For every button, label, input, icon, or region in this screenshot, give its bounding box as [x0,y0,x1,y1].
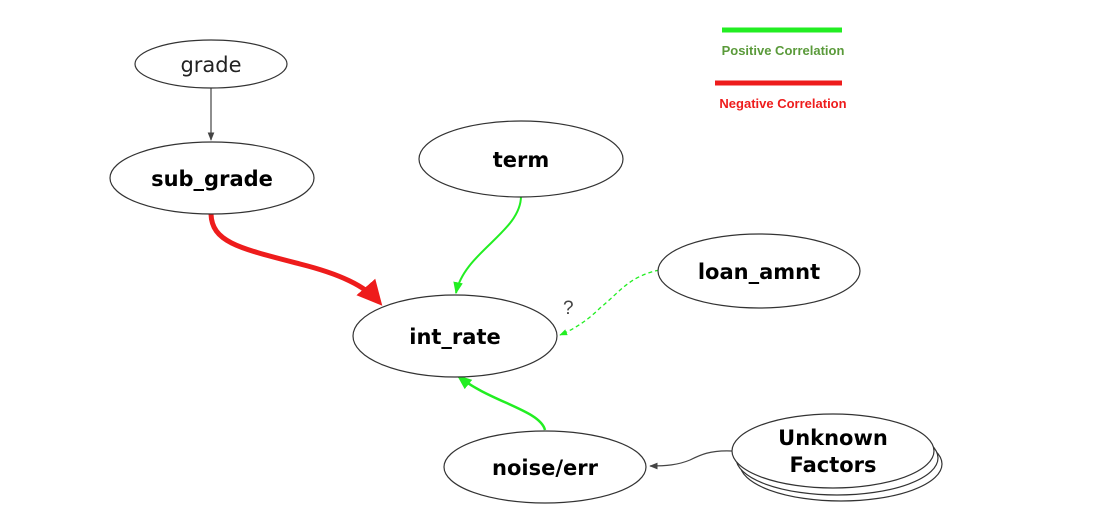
node-term-label: term [493,148,550,172]
edge-noise-to-int-rate [456,375,547,431]
node-int-rate: int_rate [352,294,558,378]
node-int-rate-label: int_rate [409,325,501,349]
node-sub-grade-label: sub_grade [151,167,273,191]
node-term: term [418,120,624,198]
node-loan-amnt-label: loan_amnt [698,260,820,284]
edge-loan-amnt-annotation: ? [563,298,574,319]
edges: ? [207,87,733,470]
legend: Positive Correlation Negative Correlatio… [715,27,847,111]
node-grade: grade [134,39,288,89]
edge-sub-grade-to-int-rate [208,213,383,306]
node-unknown-label-line2: Factors [789,453,876,477]
node-noise-err: noise/err [443,430,647,504]
legend-positive-label: Positive Correlation [722,43,845,58]
node-unknown-factors: Unknown Factors [731,413,943,502]
node-grade-label: grade [180,53,241,77]
edge-term-to-int-rate [453,195,522,295]
node-sub-grade: sub_grade [109,141,315,215]
node-noise-err-label: noise/err [492,456,599,480]
edge-unknown-to-noise [649,450,733,470]
node-loan-amnt: loan_amnt [657,233,861,309]
edge-loan-amnt-to-int-rate [559,269,660,336]
node-unknown-label-line1: Unknown [778,426,888,450]
legend-negative-label: Negative Correlation [719,96,846,111]
